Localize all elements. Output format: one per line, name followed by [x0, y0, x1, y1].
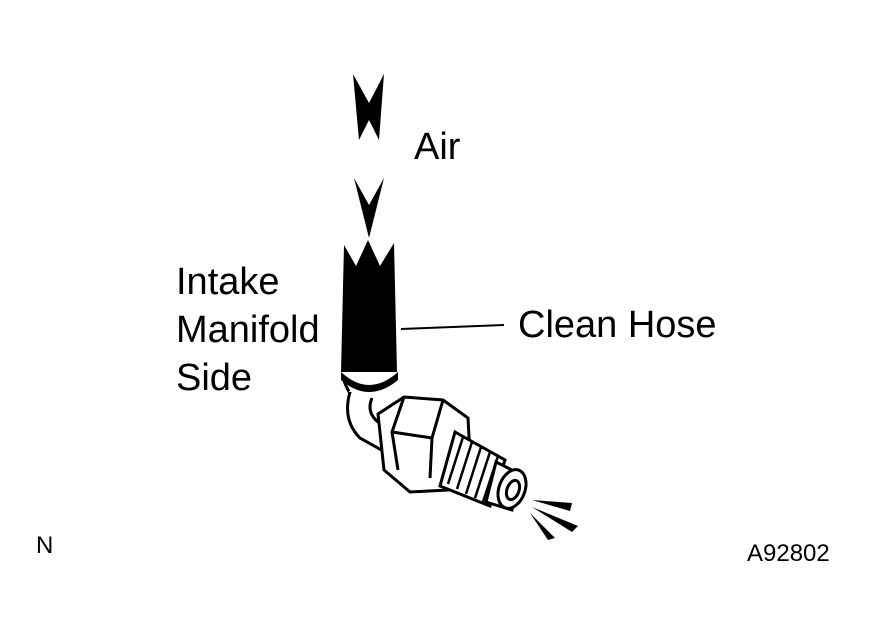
intake-label-line: Intake — [176, 261, 280, 303]
clean-hose-leader-line — [400, 324, 505, 330]
corner-mark: N — [36, 532, 54, 559]
intake-label-line: Manifold — [176, 309, 320, 351]
intake-label-line: Side — [176, 357, 253, 399]
figure-id: A92802 — [747, 540, 830, 567]
intake-manifold-side-label: Intake Manifold Side — [176, 258, 320, 402]
air-flow-arrow — [353, 74, 384, 238]
hose — [341, 240, 398, 392]
clean-hose-label: Clean Hose — [518, 304, 717, 346]
spray-marks — [530, 500, 578, 540]
nozzle-tip — [484, 459, 528, 512]
air-label: Air — [414, 126, 461, 168]
